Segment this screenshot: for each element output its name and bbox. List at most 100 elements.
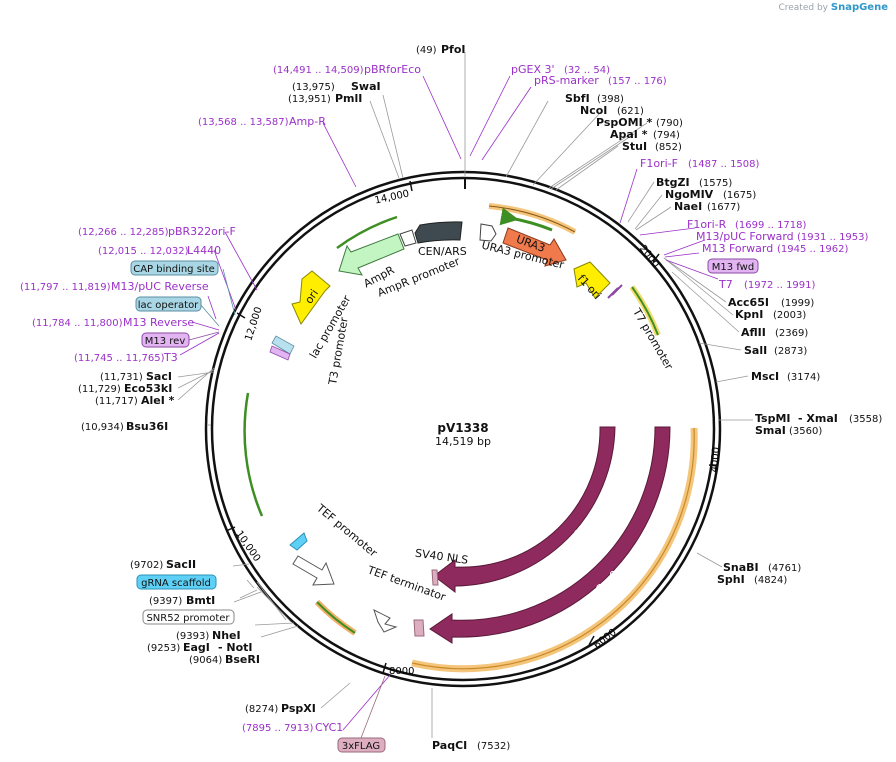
enzyme-aflii-pos: (2369): [775, 328, 808, 339]
enzyme-bsu36i: Bsu36I: [126, 420, 168, 433]
primer-m13puc-fwd: M13/pUC Forward: [696, 230, 794, 243]
leader-lines: [177, 52, 753, 739]
enzyme-smai: SmaI: [755, 424, 786, 437]
ori-arrow: [291, 270, 331, 325]
enzyme-kpni: KpnI: [735, 308, 763, 321]
enzyme-sphi: SphI: [717, 573, 745, 586]
enzyme-bmti-pos: (9397): [149, 596, 182, 607]
label-m13-fwd: M13 fwd: [712, 262, 754, 273]
enzyme-pspxi-pos: (8274): [245, 704, 278, 715]
label-3xflag: 3xFLAG: [342, 741, 380, 752]
enzyme-paqci-pos: (7532): [477, 741, 510, 752]
cas9-arrow-inner: [433, 426, 616, 594]
plasmid-length: 14,519 bp: [435, 435, 491, 448]
primer-labels: (14,491 .. 14,509) pBRforEco pGEX 3' (32…: [20, 63, 869, 734]
enzyme-noti: - NotI: [218, 641, 253, 654]
primer-cyc1: CYC1: [315, 721, 343, 734]
primer-m13-forward: M13 Forward: [702, 242, 773, 255]
feature-t7-promoter: T7 promoter: [630, 305, 676, 372]
enzyme-alei: AleI *: [141, 394, 175, 407]
enzyme-ncoi-pos: (621): [617, 106, 644, 117]
enzyme-naei: NaeI: [674, 200, 702, 213]
primer-m13puc-rev: M13/pUC Reverse: [111, 280, 209, 293]
enzyme-eagi: EagI: [183, 641, 210, 654]
enzyme-nhei: NheI: [212, 629, 241, 642]
label-lac-operator: lac operator: [138, 300, 199, 311]
cas9-arrow-outer: [429, 426, 671, 644]
enzyme-pspxi: PspXI: [281, 702, 316, 715]
enzyme-pspomi-pos: (790): [656, 118, 683, 129]
enzyme-snabi-pos: (4761): [768, 563, 801, 574]
enzyme-sali-pos: (2873): [774, 346, 807, 357]
enzyme-swai: SwaI: [351, 80, 381, 93]
enzyme-alei-pos: (11,717): [95, 396, 138, 407]
primer-pbrforeco-pos: (14,491 .. 14,509): [273, 65, 364, 76]
cen-ars-block: [414, 221, 463, 244]
tick-label-4000: 4000: [709, 447, 722, 473]
ampr-arrow: [338, 233, 405, 276]
primer-m13-reverse-pos: (11,784 .. 11,800): [32, 318, 123, 329]
enzyme-naei-pos: (1677): [707, 202, 740, 213]
enzyme-eco53ki-pos: (11,729): [78, 384, 121, 395]
label-m13-rev: M13 rev: [145, 336, 186, 347]
ura3-arrow: [502, 227, 567, 267]
feature-sv40-nls: SV40 NLS: [414, 547, 469, 567]
primer-f1ori-f-pos: (1487 .. 1508): [688, 159, 760, 170]
primer-m13puc-fwd-pos: (1931 .. 1953): [797, 232, 869, 243]
enzyme-saci: SacI: [146, 370, 172, 383]
primer-f1ori-r-pos: (1699 .. 1718): [735, 220, 807, 231]
primer-f1ori-r: F1ori-R: [687, 218, 727, 231]
primer-pbr322ori-f-pos: (12,266 .. 12,285): [78, 227, 169, 238]
primer-f1ori-f: F1ori-F: [640, 157, 678, 170]
enzyme-eagi-pos: (9253): [147, 643, 180, 654]
primer-pbr322ori-f: pBR322ori-F: [168, 225, 236, 238]
primer-m13puc-rev-pos: (11,797 .. 11,819): [20, 282, 111, 293]
primer-l4440: L4440: [187, 244, 221, 257]
enzyme-sacii: SacII: [166, 558, 196, 571]
enzyme-eco53ki: Eco53kI: [124, 382, 172, 395]
enzyme-pspomi: PspOMI *: [596, 116, 653, 129]
enzyme-stui: StuI: [622, 140, 647, 153]
enzyme-tspmi: TspMI: [755, 412, 791, 425]
enzyme-sacii-pos: (9702): [130, 560, 163, 571]
enzyme-acc65i-pos: (1999): [781, 298, 814, 309]
enzyme-bsu36i-pos: (10,934): [81, 422, 124, 433]
primer-amp-r-pos: (13,568 .. 13,587): [198, 117, 289, 128]
enzyme-sphi-pos: (4824): [754, 575, 787, 586]
enzyme-xmai-pos: (3558): [849, 414, 882, 425]
enzyme-pfoi-pos: (49): [416, 45, 437, 56]
enzyme-smai-pos: (3560): [789, 426, 822, 437]
enzyme-nhei-pos: (9393): [176, 631, 209, 642]
enzyme-snabi: SnaBI: [723, 561, 759, 574]
snapgene-brand: Created by SnapGene: [778, 2, 888, 13]
enzyme-msci-pos: (3174): [787, 372, 820, 383]
backbone: [204, 170, 722, 688]
primer-pbrforeco: pBRforEco: [364, 63, 421, 76]
enzyme-pmli: PmlI: [335, 92, 362, 105]
label-snr52-promoter: SNR52 promoter: [146, 613, 230, 624]
primer-prs-marker: pRS-marker: [534, 74, 599, 87]
primer-t7-pos: (1972 .. 1991): [744, 280, 816, 291]
enzyme-sbfi-pos: (398): [597, 94, 624, 105]
enzyme-btgzi-pos: (1575): [699, 178, 732, 189]
primer-m13-reverse: M13 Reverse: [123, 316, 194, 329]
enzyme-kpni-pos: (2003): [773, 310, 806, 321]
enzyme-acc65i: Acc65I: [728, 296, 769, 309]
feature-tef-promoter: TEF promoter: [313, 501, 380, 560]
enzyme-apai: ApaI *: [610, 128, 648, 141]
brand-name: SnapGene: [830, 2, 888, 13]
enzyme-pmli-pos: (13,951): [288, 94, 331, 105]
brand-prefix: Created by: [778, 3, 828, 13]
features: [243, 203, 698, 673]
primer-amp-r: Amp-R: [289, 115, 326, 128]
enzyme-btgzi: BtgZI: [656, 176, 690, 189]
enzyme-bseri: BseRI: [225, 653, 260, 666]
feature-cen-ars: CEN/ARS: [418, 245, 467, 258]
enzyme-pfoi: PfoI: [441, 43, 466, 56]
plasmid-name: pV1338: [437, 421, 488, 435]
enzyme-swai-pos: (13,975): [292, 82, 335, 93]
enzyme-bseri-pos: (9064): [189, 655, 222, 666]
boxed-labels: M13 fwd CAP binding site lac operator M1…: [130, 258, 759, 753]
enzyme-ngomiv-pos: (1675): [723, 190, 756, 201]
